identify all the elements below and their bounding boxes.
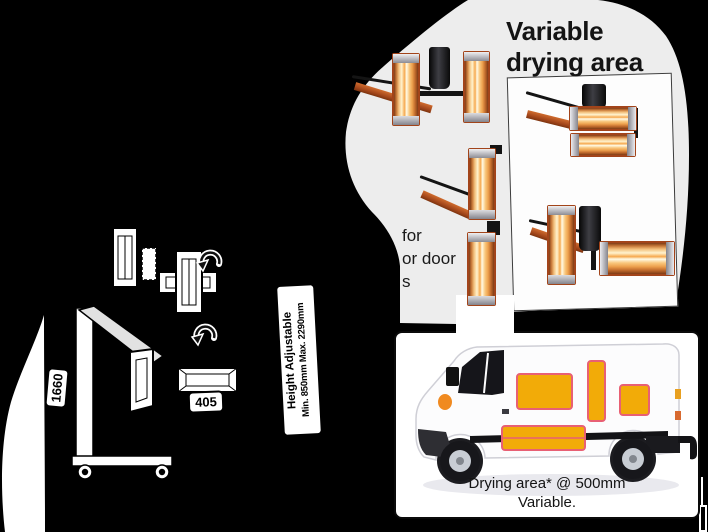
clipped-caption-line2: or door: [402, 249, 456, 268]
width-lamp-drawing: [177, 367, 238, 393]
lamp-config-stacked-horizontal: [524, 84, 644, 162]
bracket: [490, 145, 502, 154]
heater-lamp: [599, 241, 675, 276]
mount-arm: [420, 190, 472, 219]
heater-lamp: [569, 106, 637, 131]
mount-motor: [579, 206, 601, 251]
hinge: [487, 221, 500, 235]
van-wheels: [440, 439, 653, 481]
van-illustration: [415, 343, 697, 496]
heater-lamp: [467, 232, 496, 306]
clipped-caption: for or door s: [402, 224, 456, 293]
promo-title-line2: drying area: [506, 47, 643, 77]
van-caption: Drying area* @ 500mm Variable.: [468, 475, 626, 511]
heater-lamp: [468, 148, 496, 220]
van-mirror: [446, 367, 459, 386]
heater-lamp: [570, 133, 636, 157]
height-dimension-label: 1660: [44, 367, 70, 409]
clipped-caption-line3: s: [402, 272, 411, 291]
lamp-config-l-shape: [528, 203, 678, 289]
mount-motor: [429, 47, 450, 89]
stand-technical-drawing: 1660 405: [2, 227, 238, 532]
heater-lamp: [392, 53, 420, 126]
heater-lamp: [547, 205, 576, 285]
height-adjustable-text: Height Adjustable Min. 850mm Max. 2290mm: [281, 302, 312, 418]
lamp-config-twin-vertical: [348, 46, 498, 132]
mount-motor: [582, 84, 606, 109]
rotation-arrow-icon: [190, 323, 218, 347]
van-rear-light: [675, 389, 681, 399]
van-front-bumper: [418, 429, 450, 457]
lamp-orientation-drawing: [112, 227, 218, 314]
van-windshield: [458, 350, 504, 395]
svg-text:405: 405: [195, 394, 217, 410]
promo-title: Variable drying area: [506, 16, 643, 78]
rotation-arrow-icon: [195, 249, 223, 273]
van-tow-step: [678, 436, 697, 460]
stand-drawing: [71, 305, 173, 480]
lamp-config-stacked-vertical: [418, 145, 514, 337]
van-rear-light: [675, 411, 681, 420]
height-adjustable-label: Height Adjustable Min. 850mm Max. 2290mm: [275, 283, 323, 437]
heater-lamp: [463, 51, 490, 123]
vehicle-profile-outline: [2, 315, 45, 532]
drying-zone-panels: [501, 360, 650, 451]
van-rear-bumper: [646, 436, 680, 453]
van-drying-area-box: Drying area* @ 500mm Variable.: [394, 331, 700, 519]
clipped-drawing-fragment: [699, 477, 707, 532]
floor-reflection: [423, 474, 679, 496]
van-headlight: [438, 394, 452, 410]
van-door-handle: [502, 409, 509, 414]
svg-text:1660: 1660: [48, 373, 65, 403]
clipped-caption-line1: for: [402, 226, 422, 245]
promo-title-line1: Variable: [506, 16, 604, 46]
width-dimension-label: 405: [187, 390, 225, 414]
crossbar: [416, 91, 466, 96]
